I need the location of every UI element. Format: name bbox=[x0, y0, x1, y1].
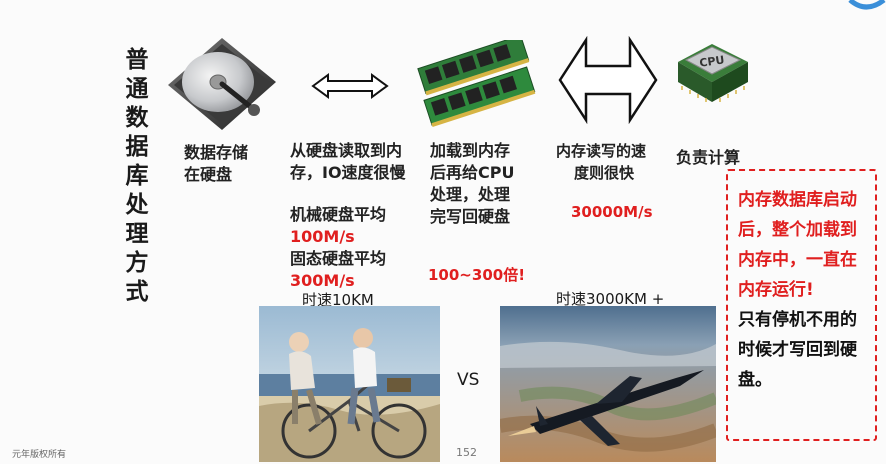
read-line-1: 从硬盘读取到内 bbox=[290, 141, 403, 160]
ram-module-image bbox=[417, 40, 536, 128]
mem-line-1: 内存读写的速 bbox=[556, 142, 647, 160]
load-line-1: 加载到内存 bbox=[430, 141, 511, 160]
memory-speed-value: 30000M/s bbox=[571, 203, 653, 221]
load-to-memory-text: 加载到内存 后再给CPU 处理，处理 完写回硬盘 bbox=[430, 140, 550, 228]
title-char: 通 bbox=[125, 76, 149, 102]
load-line-4: 完写回硬盘 bbox=[430, 207, 511, 226]
note-red-line: 内存数据库启动 bbox=[738, 190, 857, 210]
disk-storage-label: 数据存储 在硬盘 bbox=[184, 143, 249, 184]
corner-logo-swoosh bbox=[848, 0, 886, 10]
mem-line-2: 度则很快 bbox=[574, 164, 635, 182]
versus-label: VS bbox=[457, 370, 480, 390]
slow-speed-caption: 时速10KM bbox=[302, 291, 374, 309]
hard-disk-image bbox=[168, 38, 276, 130]
title-char: 方 bbox=[125, 250, 149, 276]
note-black-line: 盘。 bbox=[738, 370, 772, 390]
hdd-avg-label: 机械硬盘平均 bbox=[290, 205, 387, 224]
title-char: 式 bbox=[125, 279, 149, 305]
fast-speed-caption: 时速3000KM + bbox=[556, 290, 665, 308]
cpu-label: 负责计算 bbox=[676, 148, 741, 167]
read-line-2: 存，IO速度很慢 bbox=[290, 163, 406, 182]
title-char: 处 bbox=[125, 192, 149, 218]
vertical-title: 普 通 数 据 库 处 理 方 式 bbox=[120, 46, 154, 307]
ssd-speed-value: 300M/s bbox=[290, 271, 355, 290]
title-char: 据 bbox=[125, 134, 149, 160]
in-memory-db-note: 内存数据库启动 后，整个加载到 内存中，一直在 内存运行! 只有停机不用的 时候… bbox=[726, 169, 877, 441]
elderly-couple-bicycle-photo bbox=[259, 306, 440, 462]
speed-ratio-text: 100~300倍! bbox=[428, 266, 526, 284]
note-black-line: 时候才写回到硬 bbox=[738, 340, 857, 360]
read-from-disk-text: 从硬盘读取到内 存，IO速度很慢 机械硬盘平均 100M/s 固态硬盘平均 30… bbox=[290, 140, 430, 292]
note-red-line: 内存中，一直在 bbox=[738, 250, 857, 270]
cpu-chip-image: CPU bbox=[678, 44, 748, 102]
page-number: 152 bbox=[456, 446, 477, 459]
load-line-3: 处理，处理 bbox=[430, 185, 511, 204]
cpu-chip-label: CPU bbox=[699, 53, 726, 69]
title-char: 理 bbox=[125, 221, 149, 247]
hdd-speed-value: 100M/s bbox=[290, 227, 355, 246]
note-red-line: 内存运行! bbox=[738, 280, 814, 300]
jet-aircraft-photo bbox=[500, 306, 716, 462]
footer-copyright: 元年版权所有 bbox=[12, 450, 67, 460]
note-red-line: 后，整个加载到 bbox=[738, 220, 857, 240]
load-line-2: 后再给CPU bbox=[430, 163, 515, 182]
memory-speed-text: 内存读写的速 度则很快 bbox=[556, 140, 676, 184]
ssd-avg-label: 固态硬盘平均 bbox=[290, 249, 387, 268]
double-arrow-icon bbox=[311, 73, 389, 99]
title-char: 普 bbox=[125, 47, 149, 73]
wide-double-arrow-icon bbox=[558, 36, 658, 124]
title-char: 数 bbox=[125, 105, 149, 131]
title-char: 库 bbox=[125, 163, 149, 189]
note-black-line: 只有停机不用的 bbox=[738, 310, 857, 330]
